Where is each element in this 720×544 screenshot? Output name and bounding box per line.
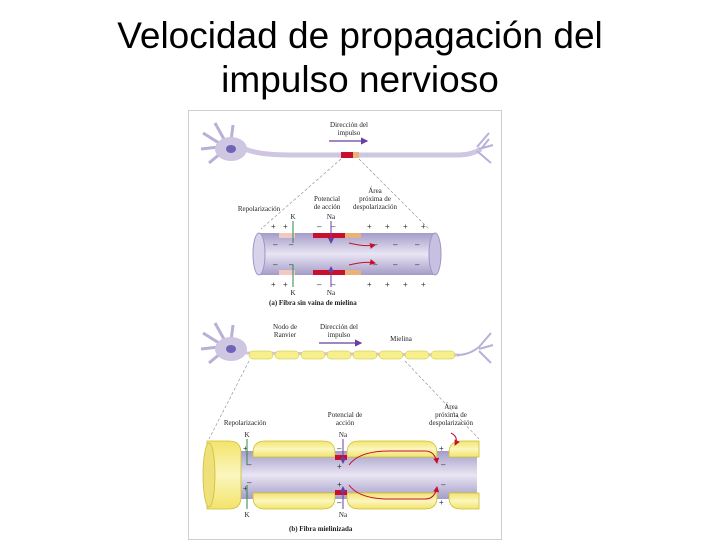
svg-text:–: –: [317, 280, 322, 289]
panel-b-depolarization-label-2: próxima de: [435, 411, 467, 419]
svg-text:–: –: [337, 444, 342, 453]
svg-text:+: +: [283, 280, 288, 289]
svg-text:–: –: [273, 260, 278, 269]
panel-a-depolarization-band-top: [345, 233, 361, 238]
svg-text:–: –: [331, 280, 336, 289]
panel-a-caption: (a) Fibra sin vaina de mielina: [269, 299, 357, 307]
svg-text:–: –: [337, 498, 342, 507]
svg-text:–: –: [393, 260, 398, 269]
svg-text:+: +: [421, 280, 426, 289]
panel-b-saltatory-current-bottom: [348, 484, 440, 500]
svg-text:+: +: [367, 280, 372, 289]
svg-text:–: –: [289, 260, 294, 269]
svg-text:+: +: [337, 480, 342, 489]
panel-a-depolarization-band-bottom: [345, 270, 361, 275]
panel-a-ion-k-top: K: [290, 213, 295, 221]
neuron-b-myelin-segments: [248, 350, 456, 360]
neuron-b: [200, 322, 494, 365]
svg-text:–: –: [441, 480, 446, 489]
nerve-impulse-figure: Dirección del impulso Repolarización Pot…: [188, 110, 502, 540]
panel-a-ion-na-bottom: Na: [327, 289, 336, 297]
panel-a-direction-label-1: Dirección del: [330, 121, 368, 129]
panel-b-ion-na-top: Na: [339, 431, 348, 439]
panel-a-ion-k-bottom: K: [290, 289, 295, 297]
svg-text:–: –: [415, 240, 420, 249]
svg-text:+: +: [337, 462, 342, 471]
panel-a: Dirección del impulso Repolarización Pot…: [200, 121, 494, 307]
figure-svg: Dirección del impulso Repolarización Pot…: [200, 121, 494, 533]
svg-text:–: –: [393, 240, 398, 249]
panel-b-action-potential-band-top: [335, 455, 347, 460]
panel-a-charge-signs: ++ –– ++ ++ ++ –– ++ ++ –– –– – –– –– –: [271, 222, 426, 289]
neuron-a-impulse-mark: [341, 152, 353, 158]
neuron-a-axon: [244, 146, 483, 158]
panel-b: Nodo de Ranvier Dirección del impulso Mi…: [200, 322, 494, 533]
panel-b-node-label-2: Ranvier: [274, 331, 297, 339]
svg-text:+: +: [243, 484, 248, 493]
svg-text:+: +: [385, 280, 390, 289]
neuron-a-nucleus: [226, 145, 236, 153]
svg-text:+: +: [243, 444, 248, 453]
svg-text:–: –: [247, 478, 252, 487]
panel-a-direction-label-2: impulso: [338, 129, 361, 137]
svg-text:+: +: [439, 444, 444, 453]
panel-a-depolarization-label-1: Área: [368, 187, 382, 195]
panel-b-action-potential-band-bottom: [335, 490, 347, 495]
panel-a-ion-na-top: Na: [327, 213, 336, 221]
panel-a-axon-segment: [252, 232, 442, 276]
svg-text:+: +: [271, 222, 276, 231]
panel-a-repolarization-label: Repolarización: [238, 205, 281, 213]
svg-text:+: +: [271, 280, 276, 289]
panel-a-action-potential-label-2: de acción: [314, 203, 341, 211]
svg-text:+: +: [421, 222, 426, 231]
panel-b-ion-na-bottom: Na: [339, 511, 348, 519]
svg-text:+: +: [367, 222, 372, 231]
svg-text:+: +: [385, 222, 390, 231]
panel-a-action-potential-band-bottom: [313, 270, 345, 275]
panel-b-charge-signs: +– +– –+ +– +– +–: [243, 444, 446, 507]
panel-b-myelin-sheaths: [206, 440, 480, 510]
panel-a-axon-cylinder: [259, 233, 435, 275]
panel-b-caption: (b) Fibra mielinizada: [289, 525, 353, 533]
svg-text:+: +: [439, 498, 444, 507]
svg-text:–: –: [415, 260, 420, 269]
svg-text:+: +: [403, 280, 408, 289]
panel-b-depolarization-label-3: despolarización: [429, 419, 473, 427]
svg-text:–: –: [317, 222, 322, 231]
slide-title: Velocidad de propagación del impulso ner…: [0, 14, 720, 102]
neuron-a: [200, 122, 494, 165]
svg-text:–: –: [331, 222, 336, 231]
svg-text:–: –: [289, 240, 294, 249]
panel-b-action-potential-label-1: Potencial de: [328, 411, 362, 419]
panel-b-repolarization-label: Repolarización: [224, 419, 267, 427]
svg-text:–: –: [373, 240, 378, 249]
panel-b-node-label-1: Nodo de: [273, 323, 297, 331]
svg-text:–: –: [373, 260, 378, 269]
panel-b-direction-label-1: Dirección del: [320, 323, 358, 331]
panel-b-action-potential-label-2: acción: [336, 419, 355, 427]
svg-text:–: –: [273, 240, 278, 249]
panel-b-ion-k-bottom: K: [244, 511, 249, 519]
neuron-b-nucleus: [226, 345, 236, 353]
panel-b-ion-k-top: K: [244, 431, 249, 439]
panel-b-myelin-label: Mielina: [390, 335, 413, 343]
panel-b-direction-label-2: impulso: [328, 331, 351, 339]
slide-title-line-1: Velocidad de propagación del: [117, 15, 603, 56]
slide-title-line-2: impulso nervioso: [221, 59, 499, 100]
svg-text:+: +: [403, 222, 408, 231]
svg-text:–: –: [441, 460, 446, 469]
panel-b-saltatory-current-top: [348, 450, 440, 466]
panel-a-action-potential-label-1: Potencial: [314, 195, 340, 203]
panel-b-depolarization-label-1: Área: [444, 403, 458, 411]
panel-a-depolarization-label-2: próxima de: [359, 195, 391, 203]
svg-text:–: –: [247, 460, 252, 469]
panel-a-depolarization-label-3: despolarización: [353, 203, 397, 211]
svg-text:+: +: [283, 222, 288, 231]
panel-a-action-potential-band-top: [313, 233, 345, 238]
